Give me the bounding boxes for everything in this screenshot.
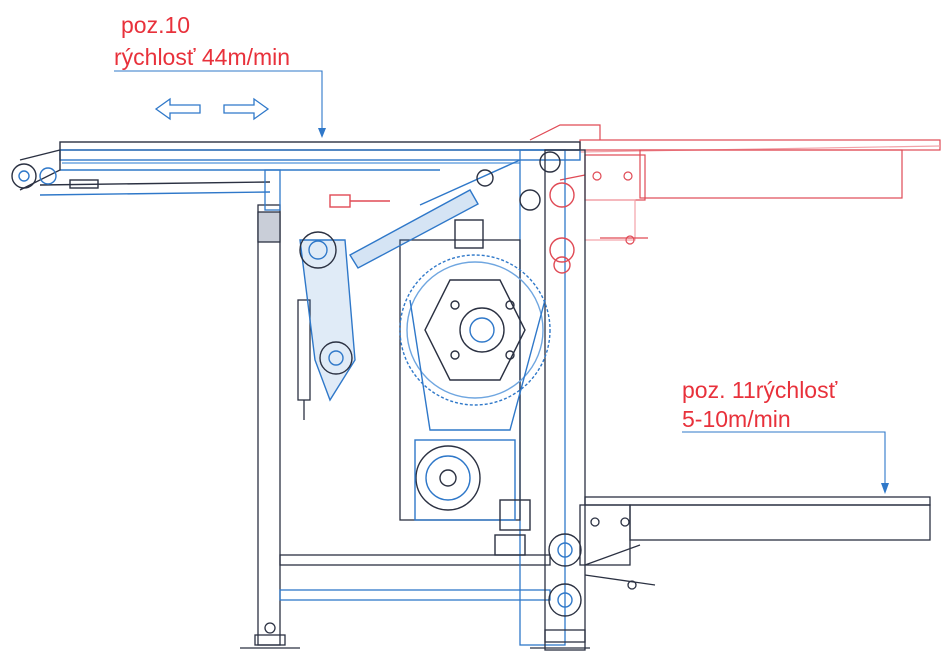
arrow-left-icon	[154, 97, 201, 121]
column-rollers	[519, 151, 582, 617]
pointer-arrow-pos10	[114, 70, 326, 138]
drive-motor	[414, 439, 531, 556]
pos10-speed: rýchlosť 44m/min	[114, 44, 291, 70]
pos10-title: poz.10	[121, 12, 191, 38]
machine-frame	[240, 149, 590, 651]
swing-arm	[299, 231, 356, 402]
pos11-title: poz. 11rýchlosť	[682, 377, 838, 403]
chain-drive	[399, 254, 551, 431]
pneumatic-cylinder	[329, 159, 521, 269]
upper-conveyor	[11, 141, 581, 196]
lower-conveyor	[579, 496, 931, 590]
pos11-speed: 5-10m/min	[682, 406, 791, 432]
adjacent-conveyor-outline	[529, 124, 941, 245]
arrow-right-icon	[223, 97, 270, 121]
pointer-arrow-pos11	[682, 431, 889, 494]
